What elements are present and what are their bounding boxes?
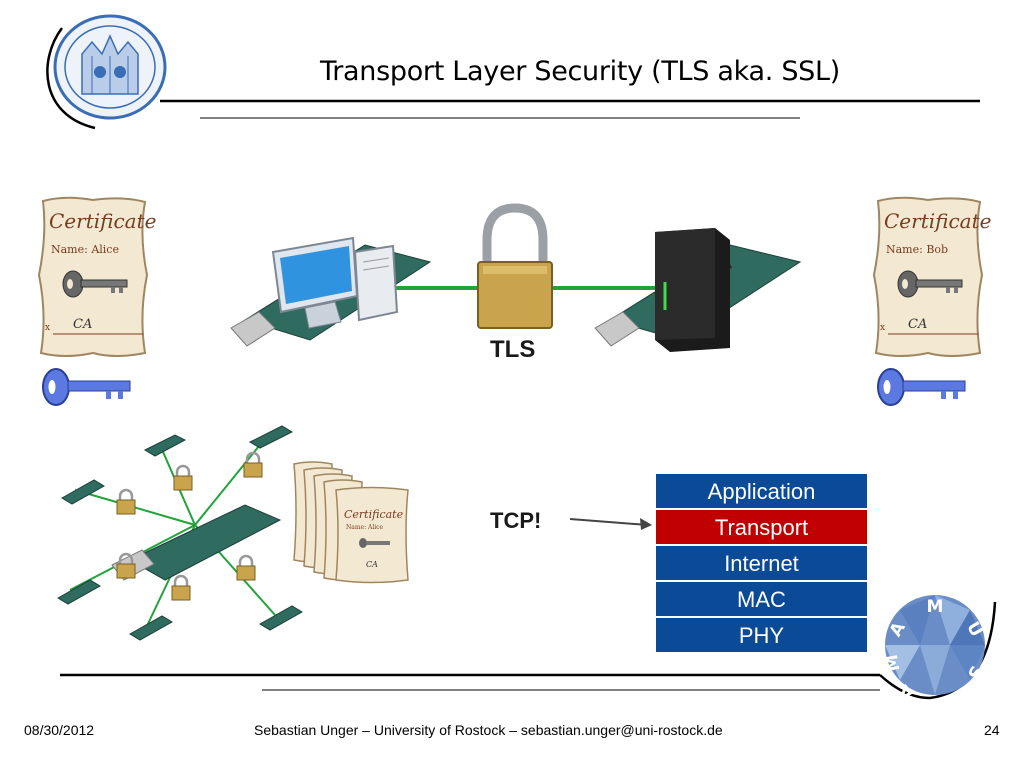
slide-title: Transport Layer Security (TLS aka. SSL) xyxy=(320,56,840,87)
layer-internet: Internet xyxy=(656,546,867,580)
logo-letter: M xyxy=(927,597,944,617)
tls-connection-diagram xyxy=(230,203,802,352)
footer-author: Sebastian Unger – University of Rostock … xyxy=(254,722,723,738)
layer-phy: PHY xyxy=(656,618,867,652)
certificate-heading: Certificate xyxy=(49,209,157,233)
header-lines xyxy=(46,27,980,130)
certificate-bob: Certificate Name: Bob x CA xyxy=(870,195,991,360)
key-icon xyxy=(62,270,128,298)
signature-x: x xyxy=(880,323,886,333)
signature-ca: CA xyxy=(908,317,928,332)
layer-application: Application xyxy=(656,474,867,508)
footer-date: 08/30/2012 xyxy=(24,722,95,738)
protocol-stack: Application Transport Internet MAC PHY xyxy=(656,474,867,654)
logo-letter: M xyxy=(882,653,905,673)
arrow-icon xyxy=(569,518,652,530)
key-icon xyxy=(897,270,963,298)
lock-icons xyxy=(116,451,263,601)
signature-ca: CA xyxy=(366,560,378,569)
certificate-name: Name: Bob xyxy=(886,243,949,256)
tls-label: TLS xyxy=(490,336,536,363)
key-icon xyxy=(359,538,390,548)
layer-mac: MAC xyxy=(656,582,867,616)
certificate-heading: Certificate xyxy=(344,508,404,521)
signature-ca: CA xyxy=(73,317,93,332)
server-tower-icon xyxy=(655,228,730,352)
university-seal-logo xyxy=(53,14,167,120)
blue-key-icon xyxy=(42,368,131,406)
tcp-label: TCP! xyxy=(490,508,542,533)
certificate-stack: Certificate Name: Alice CA xyxy=(292,460,412,585)
musama-logo: M U S A M A xyxy=(882,595,986,700)
certificate-heading: Certificate xyxy=(884,209,992,233)
padlock-icon xyxy=(477,203,553,329)
signature-line xyxy=(53,333,143,335)
certificate-alice: Certificate Name: Alice x CA xyxy=(35,195,156,360)
signature-line xyxy=(888,333,978,335)
signature-x: x xyxy=(45,323,51,333)
footer-lines xyxy=(60,601,997,700)
parchment-shape xyxy=(37,196,149,357)
sensor-network-diagram xyxy=(57,425,303,641)
parchment-shape xyxy=(872,196,984,357)
layer-transport: Transport xyxy=(656,510,867,544)
certificate-name: Name: Alice xyxy=(346,524,384,531)
certificate-name: Name: Alice xyxy=(51,243,119,256)
blue-key-icon xyxy=(877,368,966,406)
desktop-computer-icon xyxy=(271,236,399,329)
parchment-stack-shape xyxy=(293,461,409,584)
page-number: 24 xyxy=(984,722,1000,738)
